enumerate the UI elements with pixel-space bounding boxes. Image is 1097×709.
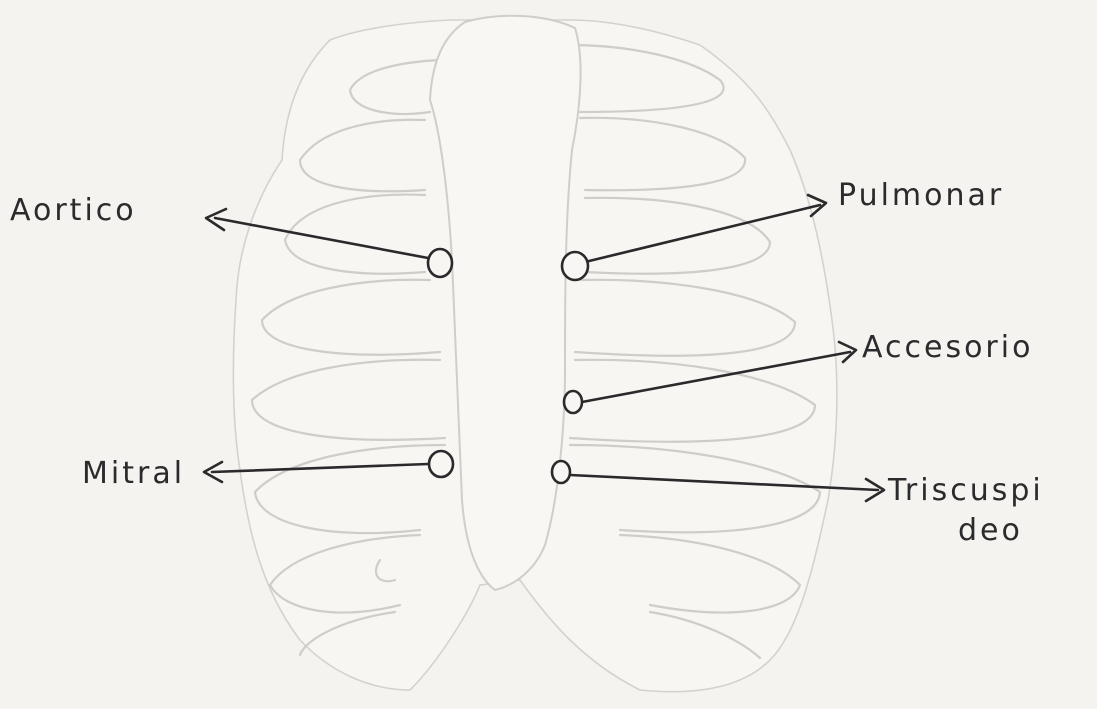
accesorio-focus-circle (564, 391, 582, 413)
label-aortico: Aortico (10, 193, 137, 228)
rib-cage (233, 16, 837, 692)
label-triscuspideo-line2: deo (958, 513, 1023, 548)
pulmonar-focus-circle (562, 252, 588, 280)
label-triscuspideo-line1: Triscuspi (887, 473, 1044, 508)
label-pulmonar: Pulmonar (838, 178, 1004, 213)
label-accesorio: Accesorio (862, 330, 1033, 365)
triscuspideo-focus-circle (552, 461, 570, 483)
mitral-focus-circle (429, 451, 453, 477)
label-mitral: Mitral (82, 456, 185, 491)
aortico-focus-circle (428, 249, 452, 277)
